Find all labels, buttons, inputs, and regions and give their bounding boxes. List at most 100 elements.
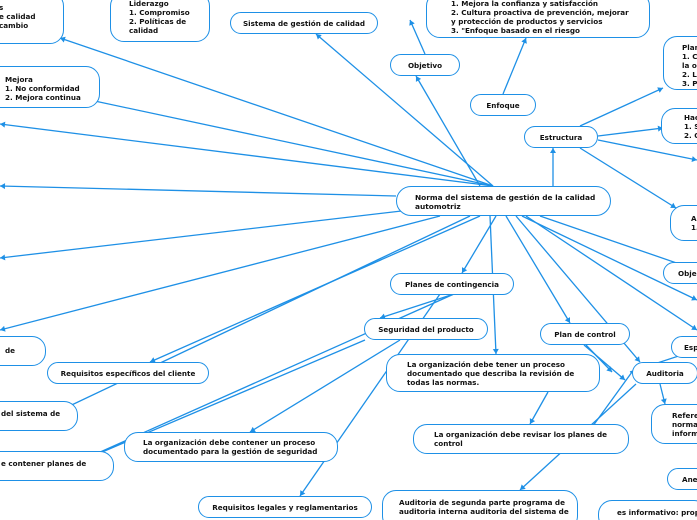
topic-requisitos-legales[interactable]: Requisitos legales y reglamentarios bbox=[198, 496, 372, 518]
arrow-head bbox=[0, 325, 6, 332]
topic-planificar[interactable]: Plan1. Cla o2. Li3. P bbox=[663, 36, 697, 90]
topic-esp[interactable]: Esp bbox=[671, 336, 697, 358]
topic-anexos[interactable]: Ane bbox=[667, 468, 697, 490]
node-text-line: e contener planes de bbox=[1, 459, 87, 468]
topic-informativo[interactable]: es informativo: prop bbox=[598, 500, 697, 520]
node-text-line: Ane bbox=[682, 475, 697, 484]
node-text-line: Obje bbox=[678, 269, 697, 278]
central-topic[interactable]: Norma del sistema de gestión de la calid… bbox=[396, 186, 611, 216]
node-text-line: 2. Cultura proactiva de prevención, mejo… bbox=[451, 8, 629, 17]
connector-line bbox=[89, 99, 494, 187]
connector-line bbox=[379, 293, 455, 319]
topic-objetivos-right[interactable]: Obje bbox=[663, 262, 697, 284]
arrow-head bbox=[619, 374, 625, 380]
node-text-line: 1. Mejora la confianza y satisfacción bbox=[451, 0, 599, 8]
node-text-line: automotriz bbox=[415, 202, 461, 212]
connector-line bbox=[597, 127, 664, 137]
node-text-line: Requisitos específicos del cliente bbox=[60, 369, 196, 378]
node-text-line: Auditoria de segunda parte programa de bbox=[399, 498, 565, 507]
topic-auditoria[interactable]: Auditoria bbox=[632, 362, 697, 384]
topic-plan-control[interactable]: Plan de control bbox=[540, 323, 630, 345]
arrow-head bbox=[691, 156, 697, 162]
node-text-line: 3. "Enfoque basado en el riesgo bbox=[451, 26, 580, 35]
topic-actuar[interactable]: A1. bbox=[670, 205, 697, 241]
node-text-line: 2. Mejora continua bbox=[5, 93, 81, 102]
node-text-line: Auditoria bbox=[646, 369, 684, 378]
node-text-line: 2. Li bbox=[682, 70, 697, 79]
connector-line bbox=[59, 339, 366, 471]
node-text-line: Planes de contingencia bbox=[405, 280, 499, 289]
node-text-line: 1. C bbox=[682, 52, 697, 61]
topic-estructura[interactable]: Estructura bbox=[524, 126, 598, 148]
topic-sistema-gestion-calidad[interactable]: Sistema de gestión de calidad bbox=[230, 12, 378, 34]
node-text-line: del sistema de bbox=[1, 409, 61, 418]
connector-line bbox=[409, 19, 426, 55]
topic-proceso-seguridad[interactable]: La organización debe contener un proceso… bbox=[124, 432, 338, 462]
node-text-line: La organización debe contener un proceso bbox=[143, 438, 316, 447]
connector-line bbox=[583, 344, 626, 381]
node-text-line: Refere bbox=[672, 411, 697, 420]
arrow-head bbox=[657, 125, 663, 132]
connector-line bbox=[525, 215, 697, 331]
connector-line bbox=[0, 185, 397, 197]
arrow-head bbox=[316, 34, 322, 40]
node-text-line: Objetivo bbox=[407, 61, 443, 70]
arrow-head bbox=[520, 484, 526, 490]
node-text-line: auditoria interna auditoria del sistema … bbox=[399, 507, 569, 516]
node-text-line: 1. Compromiso bbox=[129, 8, 190, 17]
arrow-head bbox=[634, 356, 640, 362]
connector-line bbox=[579, 147, 677, 209]
arrow-head bbox=[691, 324, 697, 330]
arrow-head bbox=[380, 313, 386, 320]
arrow-head bbox=[461, 267, 468, 273]
node-text-line: Plan bbox=[682, 43, 697, 52]
node-text-line: Hac bbox=[684, 113, 697, 122]
connector-line bbox=[249, 339, 401, 433]
node-text-line: Sistema de gestión de calidad bbox=[242, 19, 366, 28]
topic-seguridad-producto[interactable]: Seguridad del producto bbox=[364, 318, 488, 340]
node-text-line: 2. O bbox=[684, 131, 697, 140]
arrow-head bbox=[492, 348, 499, 354]
topic-revisar-planes[interactable]: La organización debe revisar los planes … bbox=[413, 424, 629, 454]
arrow-head bbox=[657, 87, 663, 93]
connector-line bbox=[39, 215, 471, 421]
topic-enfoque[interactable]: Enfoque bbox=[470, 94, 536, 116]
topic-objetivo[interactable]: Objetivo bbox=[390, 54, 460, 76]
node-text-line: Enfoque bbox=[486, 101, 520, 110]
node-text-line: es informativo: prop bbox=[617, 508, 697, 517]
node-text-line: norma bbox=[672, 420, 697, 429]
topic-hacer[interactable]: Hac1. S2. O bbox=[661, 108, 697, 144]
node-text-line: Mejora bbox=[5, 75, 33, 84]
node-text-line: documentado para la gestión de seguridad bbox=[143, 447, 318, 456]
arrow-head bbox=[250, 426, 256, 432]
topic-planes-contingencia[interactable]: Planes de contingencia bbox=[390, 273, 514, 295]
arrow-head bbox=[0, 183, 6, 190]
connector-line bbox=[521, 215, 697, 301]
topic-left-sistema[interactable]: del sistema de bbox=[0, 401, 78, 431]
arrow-head bbox=[550, 148, 556, 153]
node-text-line: La organización debe revisar los planes … bbox=[434, 430, 608, 439]
arrow-head bbox=[60, 36, 66, 43]
topic-requisitos-cliente[interactable]: Requisitos específicos del cliente bbox=[47, 362, 209, 384]
connector-line bbox=[415, 75, 481, 187]
node-text-line: e calidad bbox=[0, 12, 36, 21]
node-text-line: todas las normas. bbox=[407, 378, 480, 387]
node-text-line: La organización debe tener un proceso bbox=[407, 360, 565, 369]
node-text-line: Requisitos legales y reglamentarios bbox=[212, 503, 358, 512]
node-text-line: y protección de productos y servicios bbox=[451, 17, 603, 26]
arrow-head bbox=[0, 254, 6, 261]
connector-line bbox=[579, 87, 664, 127]
topic-left-de[interactable]: de bbox=[0, 336, 46, 366]
connector-line bbox=[315, 33, 494, 187]
topic-contener-planes[interactable]: e contener planes de bbox=[0, 451, 114, 481]
arrow-head bbox=[521, 38, 527, 44]
node-text-line: de bbox=[5, 346, 16, 355]
connector-line bbox=[529, 391, 549, 425]
